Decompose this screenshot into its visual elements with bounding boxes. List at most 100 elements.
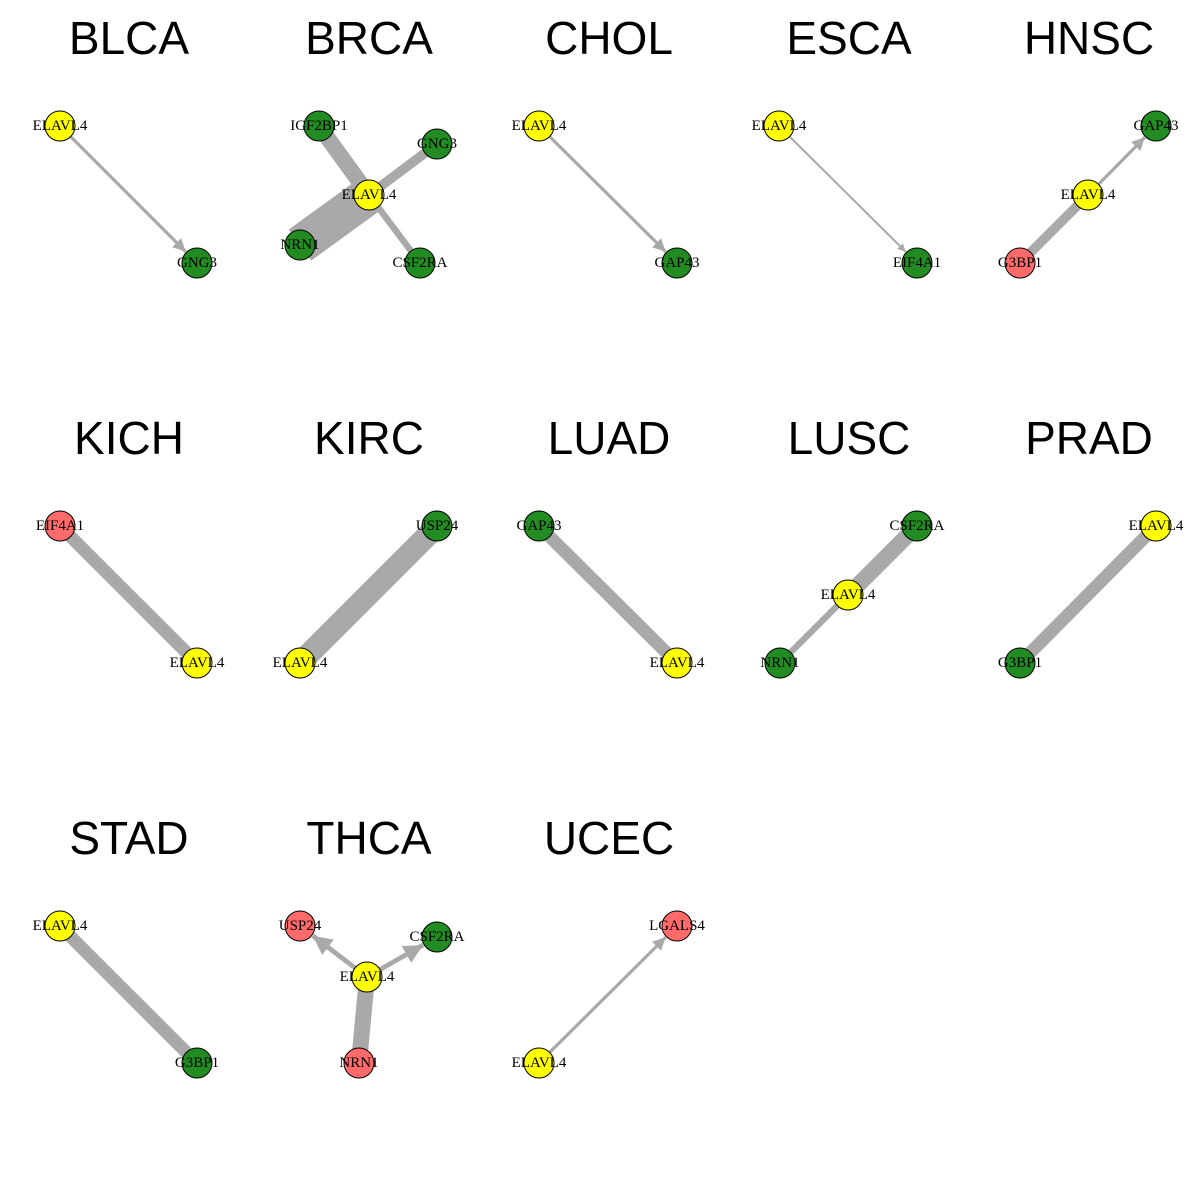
- edge-usp24-elavl4: [292, 518, 445, 671]
- node-label: ELAVL4: [512, 118, 567, 134]
- node-csf2ra: [404, 247, 436, 279]
- node-usp24: [284, 910, 316, 942]
- edge-elavl4-g3bp1: [55, 921, 202, 1068]
- node-elavl4: [353, 179, 385, 211]
- node-label: CSF2RA: [889, 518, 944, 534]
- node-elavl4: [351, 961, 383, 993]
- panel-title: UCEC: [544, 812, 674, 864]
- node-label: NRN1: [280, 237, 319, 253]
- node-elavl4: [1140, 510, 1172, 542]
- node-csf2ra: [901, 510, 933, 542]
- node-elavl4: [832, 579, 864, 611]
- edge-elavl4-lgals4: [537, 936, 667, 1065]
- edge-elavl4-gng3: [58, 124, 187, 253]
- panel-title: LUAD: [548, 412, 671, 464]
- node-label: GAP43: [516, 518, 561, 534]
- panel-title: LUSC: [788, 412, 911, 464]
- node-csf2ra: [421, 921, 453, 953]
- node-label: USP24: [279, 918, 322, 934]
- panel-title: ESCA: [786, 12, 912, 64]
- node-label: CSF2RA: [409, 929, 464, 945]
- node-nrn1: [284, 229, 316, 261]
- node-g3bp1: [1004, 647, 1036, 679]
- node-label: ELAVL4: [1061, 187, 1116, 203]
- panel-title: THCA: [306, 812, 432, 864]
- node-label: G3BP1: [998, 255, 1042, 271]
- panel-title: HNSC: [1024, 12, 1154, 64]
- node-label: EIF4A1: [893, 255, 941, 271]
- edge-gap43-elavl4: [534, 521, 682, 668]
- node-g3bp1: [1004, 247, 1036, 279]
- node-gap43: [523, 510, 555, 542]
- node-label: GNG3: [417, 136, 457, 152]
- panel-title: PRAD: [1025, 412, 1153, 464]
- node-label: GAP43: [1133, 118, 1178, 134]
- node-label: LGALS4: [649, 918, 705, 934]
- node-label: ELAVL4: [170, 655, 225, 671]
- node-nrn1: [343, 1047, 375, 1079]
- node-elavl4: [181, 647, 213, 679]
- panel-title: BLCA: [69, 12, 189, 64]
- node-label: ELAVL4: [342, 187, 397, 203]
- panel-title: STAD: [69, 812, 188, 864]
- node-label: GAP43: [654, 255, 699, 271]
- node-elavl4: [661, 647, 693, 679]
- node-label: ELAVL4: [340, 969, 395, 985]
- edge-eif4a1-elavl4: [55, 521, 202, 668]
- node-label: GNG3: [177, 255, 217, 271]
- node-label: CSF2RA: [392, 255, 447, 271]
- panel-title: KIRC: [314, 412, 424, 464]
- node-label: G3BP1: [175, 1055, 219, 1071]
- node-gng3: [421, 128, 453, 160]
- node-elavl4: [44, 910, 76, 942]
- node-igf2bp1: [303, 110, 335, 142]
- panel-title: KICH: [74, 412, 184, 464]
- node-label: ELAVL4: [650, 655, 705, 671]
- node-elavl4: [523, 110, 555, 142]
- node-elavl4: [1072, 179, 1104, 211]
- node-label: ELAVL4: [273, 655, 328, 671]
- node-gap43: [661, 247, 693, 279]
- edge-g3bp1-elavl4: [1016, 191, 1092, 267]
- node-label: USP24: [416, 518, 459, 534]
- node-nrn1: [764, 647, 796, 679]
- node-elavl4: [44, 110, 76, 142]
- node-usp24: [421, 510, 453, 542]
- node-label: G3BP1: [998, 655, 1042, 671]
- node-elavl4: [523, 1047, 555, 1079]
- node-g3bp1: [181, 1047, 213, 1079]
- edge-elavl4-nrn1: [777, 592, 851, 666]
- edge-elavl4-gap43: [537, 124, 667, 253]
- node-lgals4: [661, 910, 693, 942]
- node-eif4a1: [901, 247, 933, 279]
- node-label: EIF4A1: [36, 518, 84, 534]
- node-eif4a1: [44, 510, 76, 542]
- node-elavl4: [284, 647, 316, 679]
- node-gap43: [1140, 110, 1172, 142]
- edge-elavl4-g3bp1: [1015, 521, 1161, 668]
- node-gng3: [181, 247, 213, 279]
- panel-title: CHOL: [545, 12, 673, 64]
- node-label: ELAVL4: [512, 1055, 567, 1071]
- edge-elavl4-eif4a1: [778, 125, 907, 253]
- node-label: NRN1: [760, 655, 799, 671]
- edge-csf2ra-elavl4: [842, 520, 923, 601]
- node-label: IGF2BP1: [290, 118, 348, 134]
- panel-title: BRCA: [305, 12, 433, 64]
- node-label: ELAVL4: [33, 118, 88, 134]
- node-label: ELAVL4: [1129, 518, 1184, 534]
- node-label: NRN1: [339, 1055, 378, 1071]
- node-label: ELAVL4: [821, 587, 876, 603]
